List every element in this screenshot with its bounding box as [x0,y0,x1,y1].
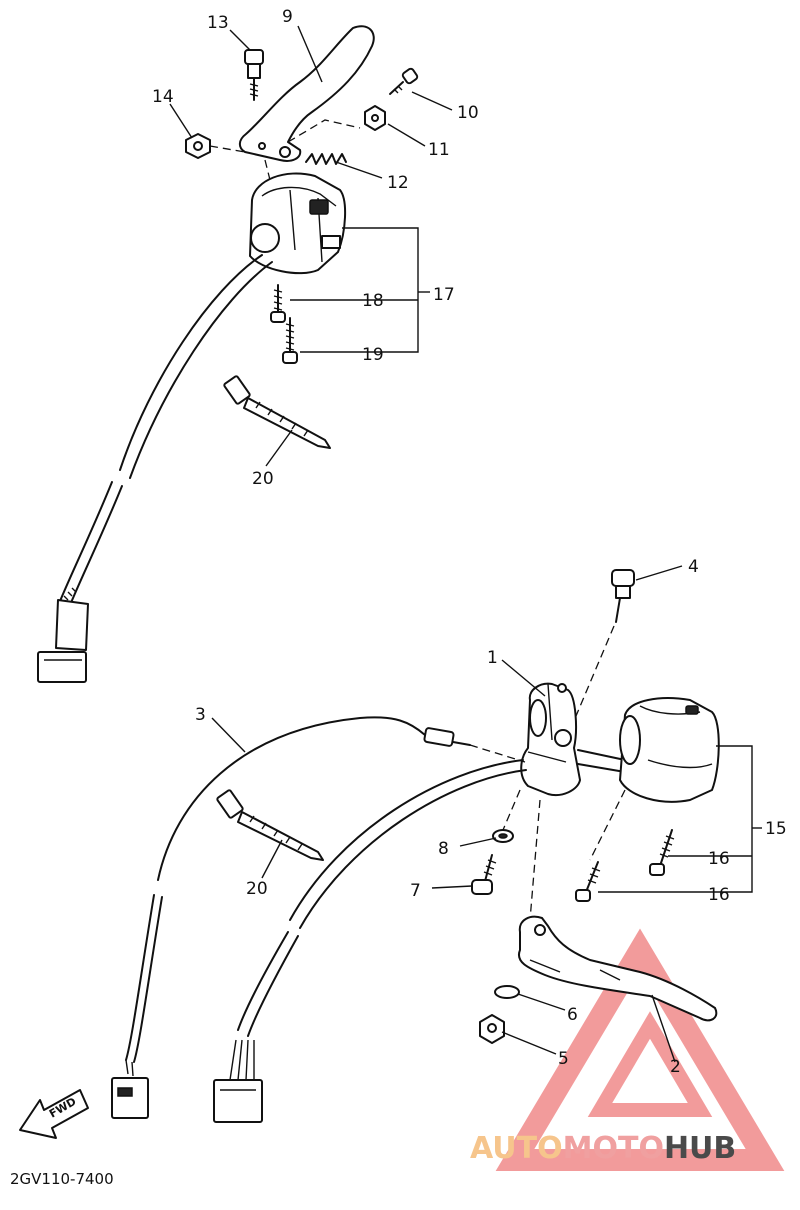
nut-part-11 [364,105,386,131]
callout-8: 8 [438,839,449,859]
callout-16b: 16 [708,885,730,905]
callout-5: 5 [558,1049,569,1069]
callout-1: 1 [487,648,498,668]
switch-housing-part-17 [249,172,347,275]
lower-switch-cable [229,759,527,1081]
spring-part-12 [305,153,347,165]
callout-12: 12 [387,173,409,193]
screw-part-19 [282,317,298,364]
fwd-arrow [19,1089,89,1139]
watermark-logo [495,928,785,1171]
screw-part-16a [649,829,675,876]
upper-connector [37,599,89,683]
callout-19: 19 [362,345,384,365]
leader-lines [169,25,683,1063]
screw-part-18 [270,284,286,323]
screw-part-7 [471,854,497,895]
bolt-part-4 [611,569,635,623]
screw-part-10 [389,67,419,95]
pivot-bolt-part-13 [244,49,264,101]
callout-16a: 16 [708,849,730,869]
switch-housing-part-15 [619,697,720,803]
cable-tie-part-20-lower [216,789,324,861]
callout-11: 11 [428,140,450,160]
watermark-moto: MOTO [563,1131,664,1166]
callout-7: 7 [410,881,421,901]
watermark-text: AUTOMOTOHUB [470,1131,736,1166]
nut-part-14 [185,133,211,159]
collar-part-6 [494,985,520,999]
clutch-lever-part-9 [238,25,375,162]
callout-13: 13 [207,13,229,33]
callout-3: 3 [195,705,206,725]
cable-part-3 [125,716,471,1063]
callout-14: 14 [152,87,174,107]
callout-15: 15 [765,819,787,839]
watermark-hub: HUB [664,1131,736,1166]
callout-17: 17 [433,285,455,305]
diagram-code: 2GV110-7400 [10,1170,114,1188]
lower-connector-small [111,1059,149,1119]
upper-switch-cable [57,254,273,611]
cable-tie-part-20-upper [223,375,331,449]
callout-20-upper: 20 [252,469,274,489]
callout-18: 18 [362,291,384,311]
watermark-auto: AUTO [470,1131,563,1166]
callout-4: 4 [688,557,699,577]
callout-9: 9 [282,7,293,27]
callout-20-lower: 20 [246,879,268,899]
screw-part-16b [575,861,601,902]
lever-bracket-part-1 [520,682,581,796]
callout-10: 10 [457,103,479,123]
nut-part-5 [479,1014,505,1044]
callout-6: 6 [567,1005,578,1025]
lower-connector-large [213,1079,263,1123]
callout-2: 2 [670,1057,681,1077]
washer-part-8 [492,829,514,843]
brake-lever-part-2 [517,915,718,1022]
